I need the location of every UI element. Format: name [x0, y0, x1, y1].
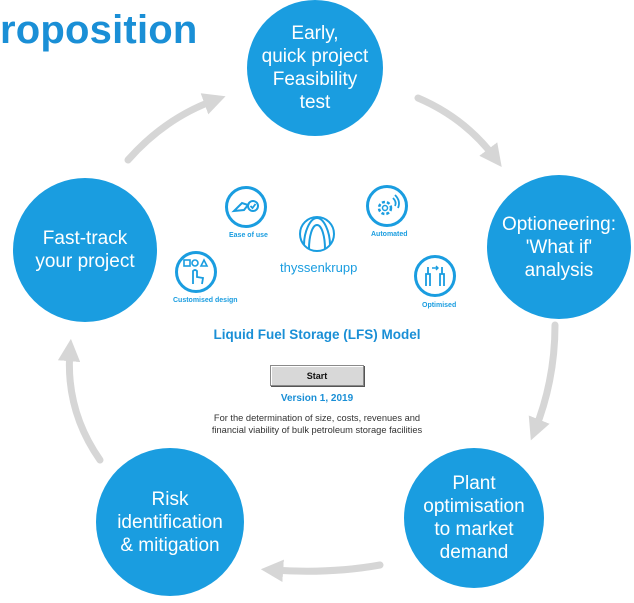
cycle-step-feasibility: Early, quick project Feasibility test [247, 0, 383, 136]
automated-badge [366, 185, 408, 227]
cycle-step-optioneering: Optioneering: 'What if' analysis [487, 175, 631, 319]
cycle-arrow-icon [260, 559, 384, 582]
hands-tools-icon [425, 265, 445, 286]
customised-design-badge [175, 251, 217, 293]
start-button[interactable]: Start [270, 365, 364, 386]
page-title: roposition [0, 8, 198, 52]
cycle-step-risk: Risk identification & mitigation [96, 448, 244, 596]
cycle-arrow-icon [124, 93, 226, 164]
customised-design-label: Customised design [173, 297, 238, 304]
cycle-step-fast-track: Fast-track your project [13, 178, 157, 322]
description-line-2: financial viability of bulk petroleum st… [211, 425, 423, 435]
ease-of-use-badge [225, 186, 267, 228]
ease-of-use-label: Ease of use [229, 232, 268, 239]
cycle-arrow-icon [528, 321, 559, 441]
cycle-arrow-icon [414, 94, 502, 167]
version-label: Version 1, 2019 [280, 393, 354, 404]
optimised-label: Optimised [422, 302, 457, 309]
cycle-step-plant-optimisation: Plant optimisation to market demand [404, 448, 544, 588]
touch-shapes-icon [183, 258, 209, 285]
gear-signal-icon [377, 194, 400, 216]
automated-label: Automated [371, 231, 408, 238]
cycle-arrow-icon [57, 338, 104, 464]
thyssenkrupp-logo-icon [299, 216, 335, 252]
model-description: For the determination of size, costs, re… [0, 412, 634, 436]
model-title: Liquid Fuel Storage (LFS) Model [213, 327, 421, 342]
brand-name: thyssenkrupp [280, 260, 358, 275]
hand-check-icon [231, 200, 259, 213]
optimised-badge [414, 255, 456, 297]
description-line-1: For the determination of size, costs, re… [213, 413, 421, 423]
